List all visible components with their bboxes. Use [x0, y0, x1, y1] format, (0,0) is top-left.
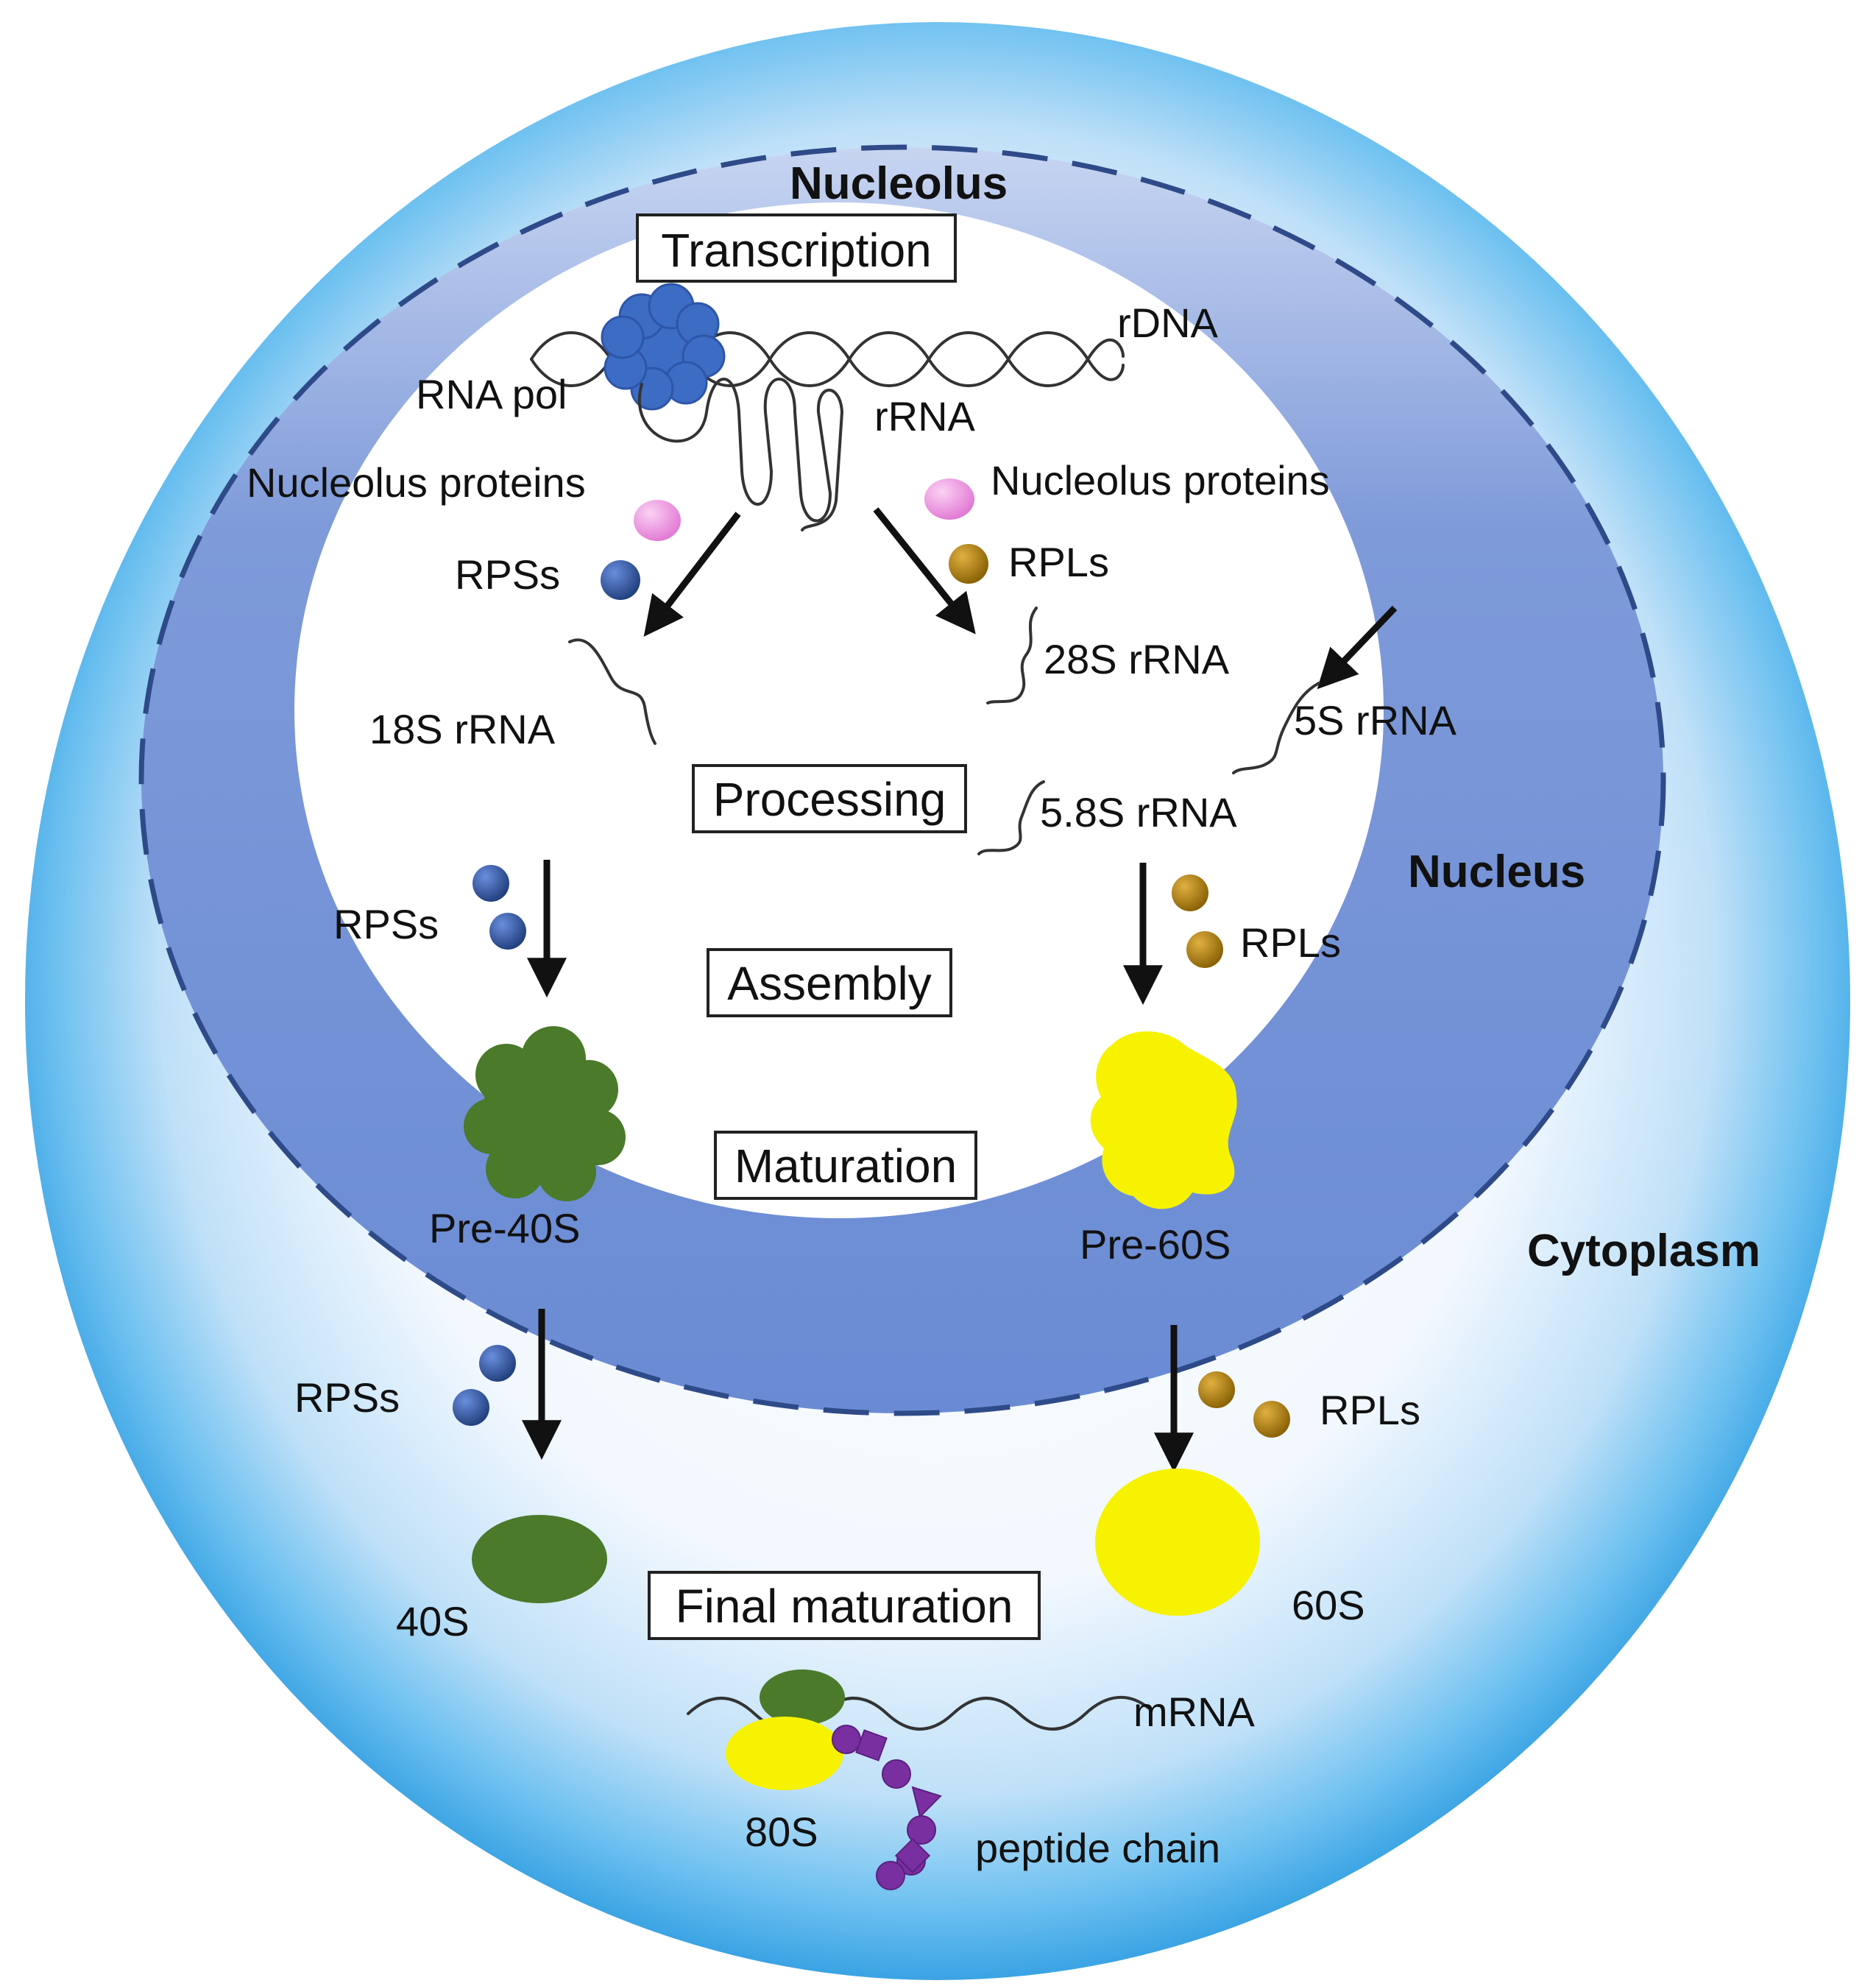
- nucleolus-protein-left: [634, 500, 681, 541]
- arrow-to-5s: [1317, 605, 1398, 690]
- subunit-40s-label: 40S: [396, 1598, 470, 1644]
- rna-pol-complex: [601, 283, 726, 411]
- rrna-18s-strand: [568, 638, 656, 745]
- nascent-rrna: [637, 378, 844, 531]
- nucleolus-edge-glow: [294, 202, 1384, 1218]
- processing-label: Processing: [713, 773, 946, 826]
- nucleolus-label: Nucleolus: [790, 158, 1008, 209]
- nucleolus-proteins-left-label: Nucleolus proteins: [247, 459, 586, 506]
- subunit-60s: [1095, 1469, 1260, 1616]
- final-maturation-label: Final maturation: [676, 1580, 1013, 1633]
- subunit-60s-label: 60S: [1292, 1582, 1365, 1628]
- nucleus-envelope: [138, 144, 1666, 1416]
- pre40s-label: Pre-40S: [429, 1205, 580, 1251]
- ribosome-80s-small: [760, 1669, 845, 1725]
- mrna-label: mRNA: [1133, 1689, 1256, 1735]
- rna-pol-label: RNA pol: [416, 371, 567, 417]
- rrna-18s-label: 18S rRNA: [369, 706, 556, 752]
- rpl-ball-3a: [1198, 1371, 1235, 1408]
- rps-ball-1: [601, 560, 640, 600]
- rrna-label: rRNA: [874, 393, 976, 439]
- pre60s-particle: [1090, 1031, 1237, 1209]
- transcription-label: Transcription: [661, 224, 932, 277]
- rps-ball-2a: [472, 865, 509, 902]
- rpss-label-3: RPSs: [294, 1374, 400, 1421]
- rrna-5s-strand: [1232, 682, 1320, 774]
- maturation-box: [714, 1131, 977, 1200]
- rrna-58s-label: 5.8S rRNA: [1040, 789, 1237, 835]
- rrna-58s-strand: [977, 780, 1045, 855]
- rps-ball-3a: [479, 1345, 516, 1382]
- rpl-ball-3b: [1253, 1401, 1290, 1438]
- maturation-label: Maturation: [735, 1139, 957, 1192]
- arrow-to-28s: [873, 507, 976, 635]
- rrna-5s-label: 5S rRNA: [1294, 697, 1457, 743]
- mrna-strand: [687, 1695, 1150, 1731]
- ribosome-80s-label: 80S: [745, 1809, 818, 1855]
- processing-box: [692, 764, 967, 833]
- arrow-to-18s: [643, 512, 741, 637]
- assembly-box: [707, 948, 952, 1017]
- rpl-ball-2b: [1186, 931, 1223, 968]
- ribosome-80s-large: [726, 1717, 843, 1790]
- rpls-label-1: RPLs: [1008, 539, 1109, 585]
- rpss-label-1: RPSs: [455, 551, 560, 598]
- transcription-box: [636, 213, 957, 283]
- rps-ball-2b: [489, 913, 526, 950]
- rdna-label: rDNA: [1117, 300, 1219, 346]
- peptide-chain-label: peptide chain: [975, 1825, 1220, 1871]
- pre60s-label: Pre-60S: [1080, 1221, 1231, 1268]
- final-maturation-box: [648, 1571, 1041, 1640]
- rps-ball-3b: [453, 1389, 489, 1426]
- pre40s-particle: [464, 1026, 626, 1201]
- rpl-ball-1: [949, 544, 988, 584]
- rpss-label-2: RPSs: [333, 901, 439, 947]
- cytoplasm-label: Cytoplasm: [1527, 1226, 1760, 1276]
- rpls-label-2: RPLs: [1240, 919, 1341, 966]
- nucleus-label: Nucleus: [1408, 847, 1585, 897]
- rrna-28s-label: 28S rRNA: [1044, 636, 1230, 682]
- rrna-28s-strand: [986, 607, 1038, 704]
- assembly-label: Assembly: [727, 957, 931, 1010]
- nucleolus-protein-right: [924, 478, 974, 520]
- subunit-40s: [472, 1515, 607, 1603]
- peptide-chain: [832, 1725, 942, 1890]
- nucleolus-proteins-right-label: Nucleolus proteins: [991, 457, 1330, 503]
- rpl-ball-2a: [1172, 874, 1208, 911]
- rpls-label-3: RPLs: [1320, 1387, 1420, 1433]
